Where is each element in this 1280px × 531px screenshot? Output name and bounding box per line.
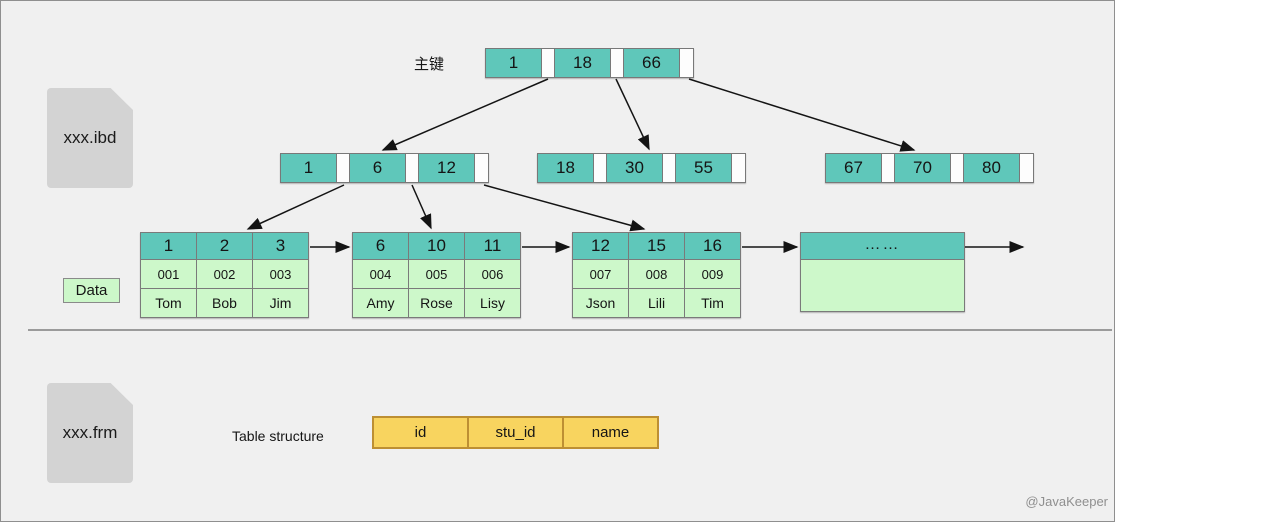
leaf-key-cell: 11 bbox=[464, 232, 521, 260]
leaf-stuid-cell: 001 bbox=[140, 259, 197, 289]
leaf-name-cell: Amy bbox=[352, 288, 409, 318]
key-cell: 67 bbox=[826, 154, 882, 182]
leaf-stuid-cell: 006 bbox=[464, 259, 521, 289]
leaf-name-cell: Lisy bbox=[464, 288, 521, 318]
pointer-cell bbox=[732, 154, 745, 182]
leaf-key-cell: 1 bbox=[140, 232, 197, 260]
leaf-stuid-cell: 004 bbox=[352, 259, 409, 289]
leaf-name-cell: Jim bbox=[252, 288, 309, 318]
column-cell-id: id bbox=[372, 416, 469, 449]
column-cell-stu_id: stu_id bbox=[467, 416, 564, 449]
leaf-name-cell: Tim bbox=[684, 288, 741, 318]
leaf-key-cell: 12 bbox=[572, 232, 629, 260]
leaf-name-cell: Bob bbox=[196, 288, 253, 318]
watermark: @JavaKeeper bbox=[1025, 494, 1108, 509]
pointer-cell bbox=[611, 49, 624, 77]
key-cell: 18 bbox=[554, 49, 611, 77]
leaf-stuid-cell: 008 bbox=[628, 259, 685, 289]
leaf-name-cell: Lili bbox=[628, 288, 685, 318]
key-cell: 18 bbox=[538, 154, 594, 182]
pointer-cell bbox=[1020, 154, 1033, 182]
key-cell: 70 bbox=[894, 154, 951, 182]
frm-file-label: xxx.frm bbox=[62, 423, 118, 442]
leaf-name-cell: Tom bbox=[140, 288, 197, 318]
ibd-file-icon: xxx.ibd bbox=[47, 88, 133, 188]
frm-file-icon: xxx.frm bbox=[47, 383, 133, 483]
key-cell: 1 bbox=[281, 154, 337, 182]
pointer-cell bbox=[951, 154, 964, 182]
internal-node-branch-2: 18 30 55 bbox=[537, 153, 746, 183]
column-cell-name: name bbox=[562, 416, 659, 449]
pointer-cell bbox=[680, 49, 693, 77]
leaf-name-cell: Rose bbox=[408, 288, 465, 318]
ibd-file-label: xxx.ibd bbox=[63, 128, 117, 147]
leaf-name-cell: Json bbox=[572, 288, 629, 318]
pointer-cell bbox=[663, 154, 676, 182]
leaf-stuid-cell: 005 bbox=[408, 259, 465, 289]
key-cell: 6 bbox=[349, 154, 406, 182]
section-divider bbox=[28, 329, 1112, 331]
pointer-cell bbox=[475, 154, 488, 182]
pointer-cell bbox=[542, 49, 555, 77]
ellipsis-node-body bbox=[801, 260, 964, 311]
pointer-cell bbox=[406, 154, 419, 182]
key-cell: 12 bbox=[418, 154, 475, 182]
key-cell: 80 bbox=[963, 154, 1020, 182]
key-cell: 66 bbox=[623, 49, 680, 77]
data-label: Data bbox=[63, 278, 120, 303]
key-cell: 30 bbox=[606, 154, 663, 182]
leaf-key-cell: 15 bbox=[628, 232, 685, 260]
key-cell: 1 bbox=[486, 49, 542, 77]
leaf-stuid-cell: 003 bbox=[252, 259, 309, 289]
leaf-key-cell: 10 bbox=[408, 232, 465, 260]
leaf-stuid-cell: 007 bbox=[572, 259, 629, 289]
leaf-key-cell: 16 bbox=[684, 232, 741, 260]
leaf-stuid-cell: 009 bbox=[684, 259, 741, 289]
leaf-key-cell: 6 bbox=[352, 232, 409, 260]
pointer-cell bbox=[882, 154, 895, 182]
ellipsis-node: …… bbox=[800, 232, 965, 312]
key-cell: 55 bbox=[675, 154, 732, 182]
ellipsis-node-header: …… bbox=[801, 233, 964, 260]
leaf-key-cell: 2 bbox=[196, 232, 253, 260]
pointer-cell bbox=[337, 154, 350, 182]
internal-node-root: 1 18 66 bbox=[485, 48, 694, 78]
table-structure-label: Table structure bbox=[232, 428, 324, 444]
leaf-stuid-cell: 002 bbox=[196, 259, 253, 289]
leaf-key-cell: 3 bbox=[252, 232, 309, 260]
pointer-cell bbox=[594, 154, 607, 182]
internal-node-branch-3: 67 70 80 bbox=[825, 153, 1034, 183]
primary-key-label: 主键 bbox=[413, 56, 444, 73]
